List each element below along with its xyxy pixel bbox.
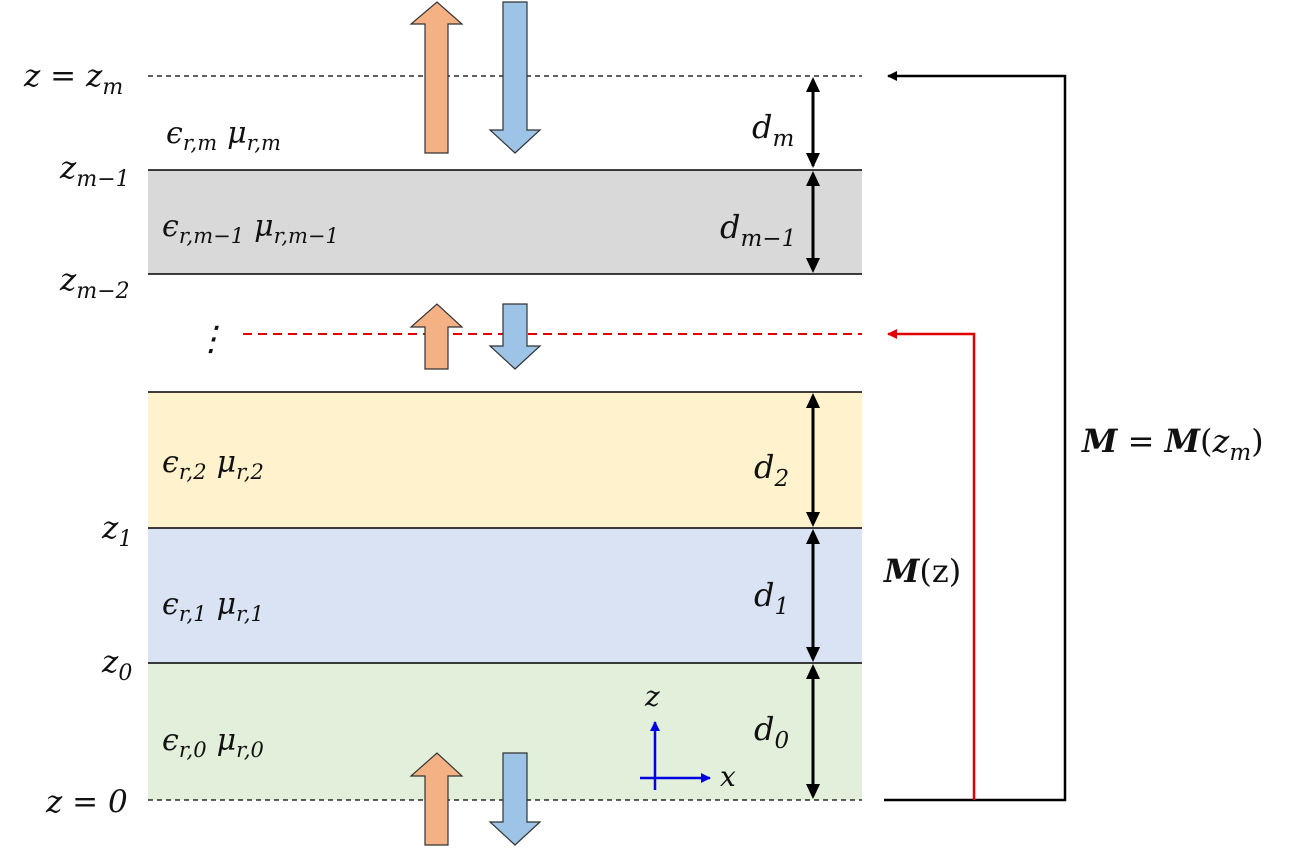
z-axis-label: z [644,680,660,713]
layer-m-minus-1-fill [148,170,862,274]
thickness-label-d-2: d2 [754,448,789,492]
partial-matrix-label: M(z) [883,552,961,590]
label-z-m-minus-2: zm−2 [59,262,130,304]
downward-wave-arrow-middle [488,303,542,370]
label-z0: z0 [101,644,132,686]
thickness-label-d-m-minus-1: dm−1 [720,208,796,252]
partial-matrix-path [887,329,976,800]
label-z-equals-0: z = 0 [45,784,128,820]
upward-wave-arrow-middle [409,303,464,370]
label-ellipsis: ⋮ [194,319,228,359]
label-z-m-minus-1: zm−1 [59,150,130,192]
layer-2-fill [148,392,862,528]
label-z1: z1 [101,510,132,552]
label-z-equals-zm: z = zm [23,58,123,100]
upward-wave-arrow-bottom [409,752,464,846]
thickness-label-d-1: d1 [754,576,789,620]
x-axis-label: x [720,760,736,793]
thickness-arrow-d-1 [806,529,820,662]
downward-wave-arrow-top [488,1,542,154]
thickness-arrow-d-m-minus-1 [806,171,820,273]
layer-1-fill [148,528,862,663]
thickness-arrow-d-m [806,77,820,168]
total-matrix-label: M = M(zm) [1081,422,1264,466]
thickness-arrow-d-0 [806,664,820,799]
thickness-label-d-m: dm [752,108,794,152]
thickness-arrow-d-2 [806,393,820,527]
downward-wave-arrow-bottom [488,752,542,846]
upward-wave-arrow-top [409,1,464,154]
thickness-label-d-0: d0 [754,710,789,754]
